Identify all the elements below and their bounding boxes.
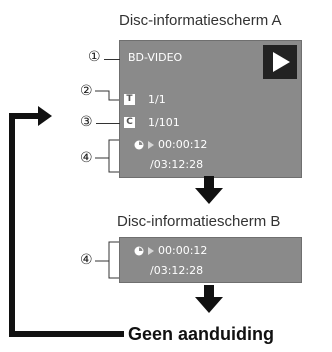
elapsed-time: 00:00:12 — [158, 138, 208, 151]
return-loop-arrow — [9, 106, 124, 337]
disc-info-screen-b: 00:00:12 /03:12:28 — [119, 237, 302, 283]
bracket-4-b — [95, 241, 119, 279]
leader-line-2 — [95, 90, 119, 101]
disc-info-screen-a: BD-VIDEO T 1/1 C 1/101 00:00:12 /03:12:2… — [119, 40, 302, 178]
title-number: 1/1 — [148, 93, 166, 106]
no-display-label: Geen aanduiding — [128, 324, 275, 344]
marker-3: ③ — [80, 114, 93, 130]
chapter-number: 1/101 — [148, 116, 180, 129]
chapter-icon: C — [124, 117, 135, 128]
total-time-b: /03:12:28 — [150, 264, 204, 277]
clock-play-icon — [134, 140, 154, 150]
title-icon: T — [124, 94, 135, 105]
play-status-box — [263, 45, 297, 79]
play-icon — [273, 52, 290, 72]
elapsed-time-b: 00:00:12 — [158, 244, 208, 257]
down-arrow-icon — [195, 285, 223, 313]
marker-4: ④ — [80, 150, 93, 166]
clock-play-icon — [134, 246, 154, 256]
disc-type-label: BD-VIDEO — [128, 51, 183, 64]
bracket-4 — [95, 139, 119, 173]
screen-b-title: Disc-informatiescherm B — [117, 213, 281, 230]
total-time: /03:12:28 — [150, 158, 204, 171]
screen-a-title: Disc-informatiescherm A — [119, 12, 282, 29]
marker-4-b: ④ — [80, 252, 93, 268]
leader-line-3 — [96, 123, 120, 124]
marker-1: ① — [88, 49, 101, 65]
leader-line-1 — [104, 59, 120, 60]
down-arrow-icon — [195, 176, 223, 204]
marker-2: ② — [80, 83, 93, 99]
